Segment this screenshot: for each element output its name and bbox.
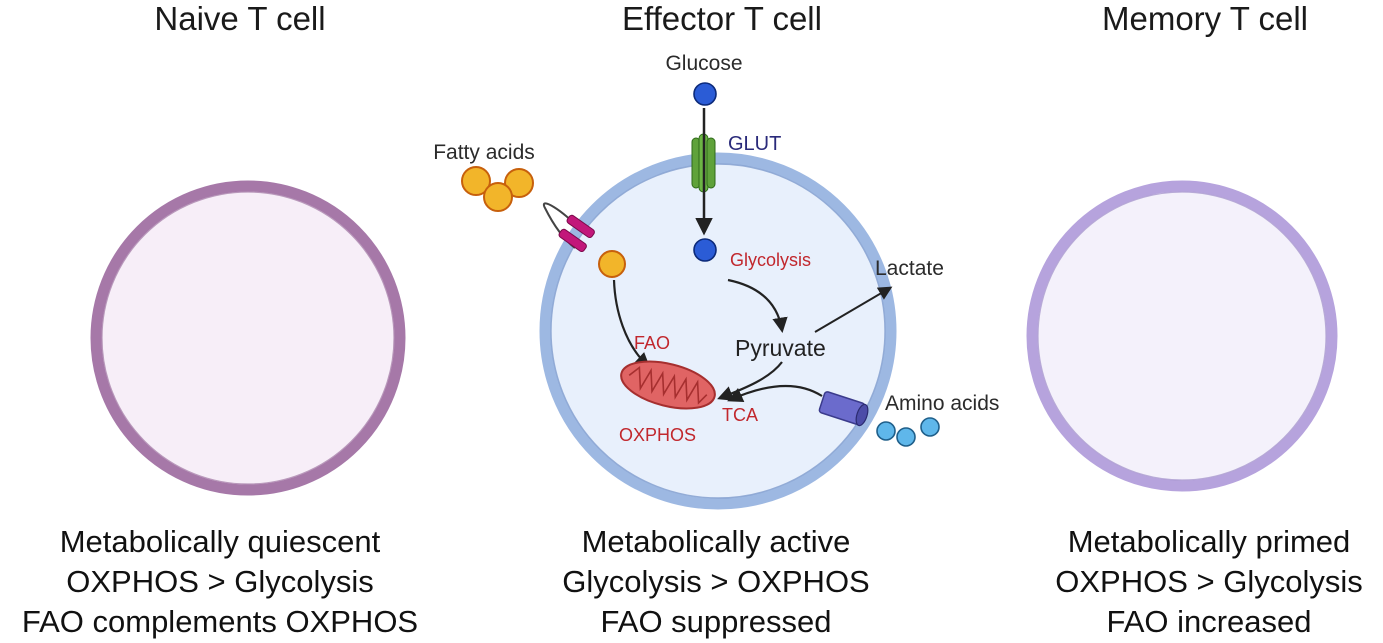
glycolysis-label: Glycolysis (730, 250, 811, 270)
naive-desc-line-1: Metabolically quiescent (60, 524, 381, 559)
pyruvate-label: Pyruvate (735, 335, 826, 361)
naive-cell (90, 180, 406, 496)
amino-acids-label: Amino acids (885, 392, 999, 415)
memory-desc-line-3: FAO increased (1106, 604, 1311, 639)
memory-cell (1026, 180, 1338, 492)
glucose-label: Glucose (665, 52, 742, 75)
fatty-acid-inner-icon (598, 250, 626, 278)
tca-label: TCA (722, 405, 758, 425)
amino-acid-arrow (727, 384, 823, 402)
oxphos-label: OXPHOS (619, 425, 696, 445)
memory-desc-line-2: OXPHOS > Glycolysis (1055, 564, 1363, 599)
glucose-inner-icon (693, 238, 717, 262)
fao-label: FAO (634, 333, 670, 353)
effector-cell (539, 152, 897, 510)
naive-desc-line-3: FAO complements OXPHOS (22, 604, 418, 639)
effector-desc-line-2: Glycolysis > OXPHOS (562, 564, 870, 599)
effector-desc-line-1: Metabolically active (582, 524, 851, 559)
fao-arrow (612, 279, 651, 369)
glut-label: GLUT (728, 133, 781, 155)
fatty-acid-transporter-icon (558, 214, 595, 253)
mitochondrion-icon (620, 360, 716, 410)
lactate-arrow (814, 286, 893, 333)
effector-desc-line-3: FAO suppressed (601, 604, 832, 639)
effector-title: Effector T cell (622, 0, 822, 37)
glut-transporter-icon (691, 133, 716, 193)
glucose-outer-icon (693, 82, 717, 106)
memory-desc-line-1: Metabolically primed (1068, 524, 1351, 559)
naive-desc-line-2: OXPHOS > Glycolysis (66, 564, 374, 599)
naive-title: Naive T cell (154, 0, 325, 37)
amino-acid-transporter-icon (818, 391, 869, 427)
pyruvate-to-tca-arrow (717, 361, 783, 401)
fatty-acids-icon (461, 166, 534, 212)
fatty-acids-label: Fatty acids (433, 141, 535, 164)
amino-acids-icon (876, 417, 940, 447)
memory-title: Memory T cell (1102, 0, 1308, 37)
lactate-label: Lactate (875, 257, 944, 280)
glycolysis-arrow (727, 278, 788, 334)
